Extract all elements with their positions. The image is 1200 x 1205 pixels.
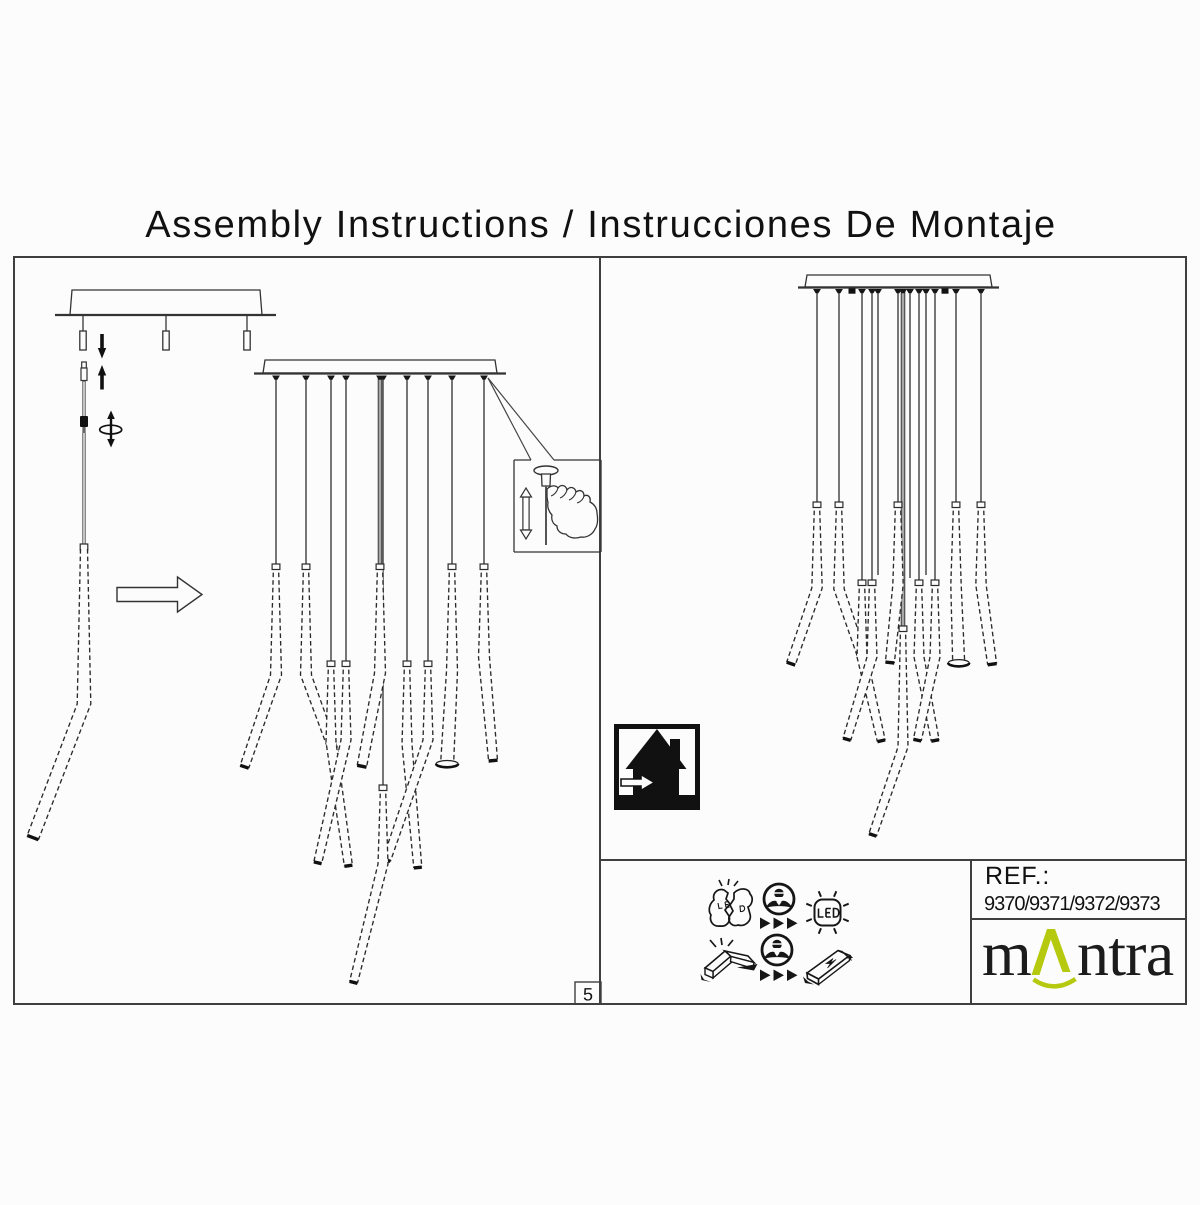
svg-text:ntra: ntra [1077, 918, 1174, 989]
svg-text:5: 5 [583, 985, 593, 1005]
svg-text:REF.:: REF.: [985, 862, 1050, 890]
svg-text:Assembly Instructions / Instru: Assembly Instructions / Instrucciones De… [145, 204, 1057, 246]
svg-text:m: m [982, 918, 1032, 989]
svg-text:9370/9371/9372/9373: 9370/9371/9372/9373 [984, 893, 1161, 915]
